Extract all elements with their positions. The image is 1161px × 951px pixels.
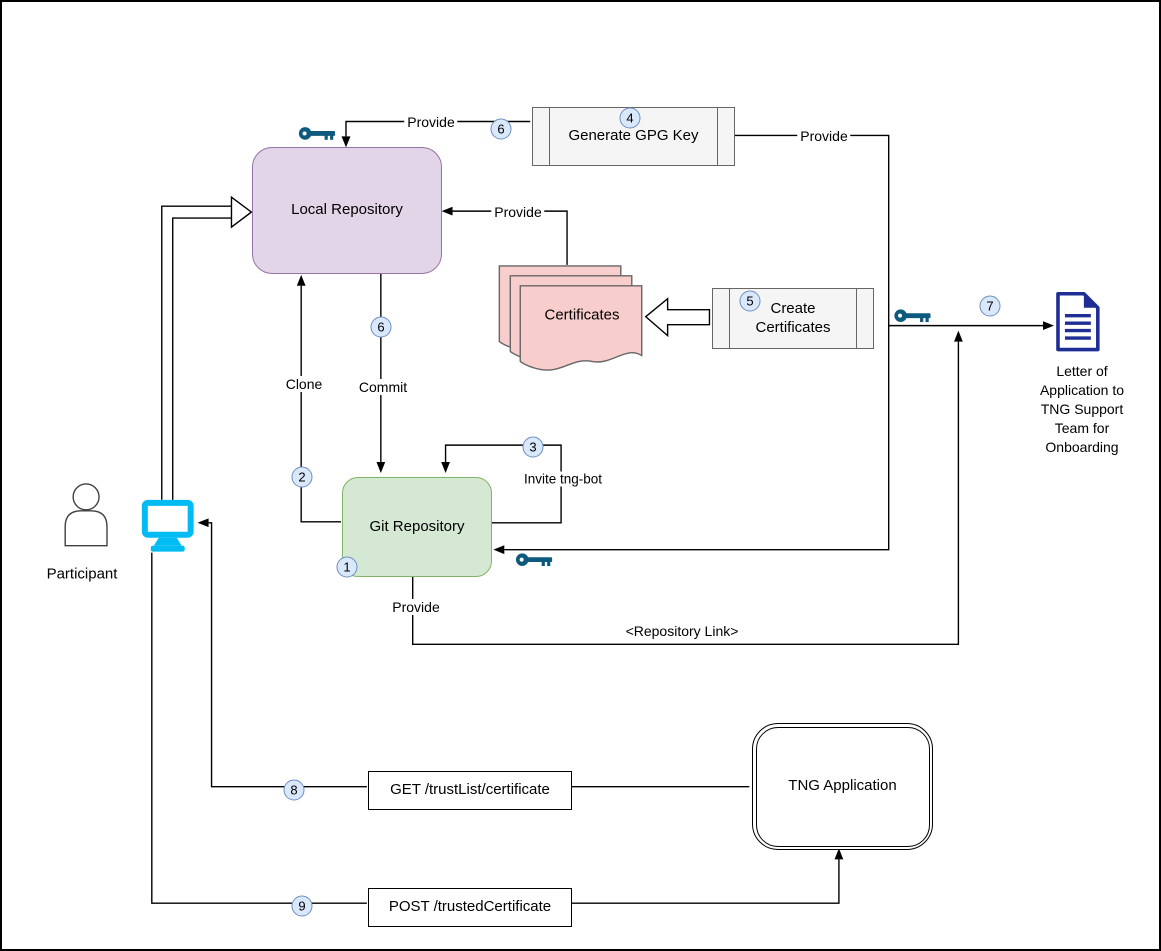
step-badge-8: 8 — [283, 779, 305, 801]
edge-label-provide: Provide — [491, 204, 545, 220]
edge-repository-link — [412, 341, 960, 645]
certificates-label: Certificates — [544, 306, 620, 324]
node-post-endpoint: POST /trustedCertificate — [368, 888, 572, 927]
monitor-icon — [141, 499, 194, 552]
step-badge-2: 2 — [291, 466, 313, 488]
person-icon — [64, 483, 108, 547]
node-tng-application: TNG Application — [752, 723, 933, 850]
edge-participant-to-post — [151, 552, 367, 904]
certificates-shape — [498, 265, 643, 371]
step-badge-4: 4 — [619, 107, 641, 129]
step-badge-3: 3 — [522, 436, 544, 458]
letter-of-application-label: Letter of Application to TNG Support Tea… — [1039, 363, 1125, 455]
node-label: Generate GPG Key — [568, 127, 699, 145]
edge-certs-provide-to-local-repo — [452, 210, 568, 265]
document-icon — [1056, 291, 1100, 352]
edge-label-invite-tng-bot: Invite tng-bot — [520, 471, 606, 487]
node-local-repository: Local Repository — [252, 147, 442, 274]
step-badge-7: 7 — [979, 295, 1001, 317]
node-label: Local Repository — [291, 201, 403, 219]
arrowheads — [197, 136, 1054, 860]
step-badge-6: 6 — [370, 316, 392, 338]
node-label: TNG Application — [788, 777, 897, 795]
key-icon — [894, 309, 931, 323]
edge-label-commit: Commit — [355, 379, 411, 395]
edge-label-clone: Clone — [282, 376, 326, 392]
edge-post-to-tng — [570, 859, 840, 904]
step-badge-1: 1 — [336, 556, 358, 578]
edge-invite-tng-bot-loop — [444, 444, 562, 524]
node-create-certificates: Create Certificates — [712, 288, 874, 349]
node-label: Create Certificates — [755, 299, 831, 336]
edge-label-repository-link: <Repository Link> — [622, 623, 742, 639]
block-arrow-create-to-certificates — [644, 297, 711, 338]
edge-gpg-provide-to-local-repo — [345, 120, 531, 137]
edge-clone — [300, 285, 342, 523]
edge-label-provide: Provide — [389, 599, 443, 615]
node-get-endpoint: GET /trustList/certificate — [368, 771, 572, 810]
node-label: POST /trustedCertificate — [388, 898, 552, 916]
link-arrow-participant-to-local-repo — [161, 195, 253, 500]
step-badge-5: 5 — [739, 290, 761, 312]
key-icon — [515, 553, 553, 567]
key-icon — [298, 127, 336, 140]
node-label: Git Repository — [369, 517, 465, 535]
edge-label-provide: Provide — [404, 114, 458, 130]
step-badge-9: 9 — [291, 895, 313, 917]
node-git-repository: Git Repository — [342, 477, 492, 577]
edge-label-provide: Provide — [797, 128, 851, 144]
node-label: GET /trustList/certificate — [390, 781, 550, 799]
step-badge-6: 6 — [490, 118, 512, 140]
participant-label: Participant — [46, 565, 118, 583]
